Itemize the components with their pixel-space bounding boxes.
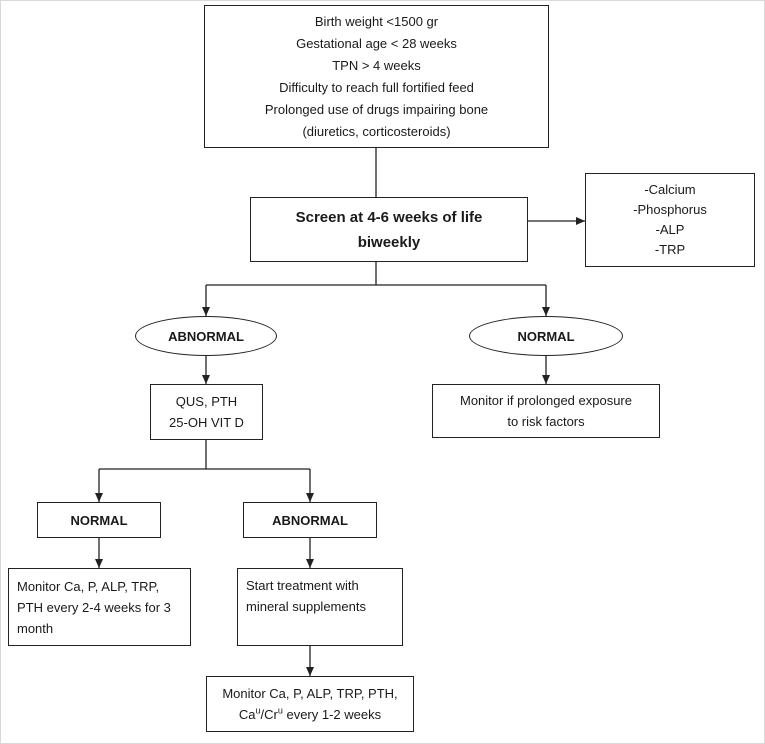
risk-criteria-box: Birth weight <1500 gr Gestational age < … <box>204 5 549 148</box>
cr-superscript: u <box>277 705 283 716</box>
criteria-line: Difficulty to reach full fortified feed <box>279 79 474 95</box>
criteria-line: Gestational age < 28 weeks <box>296 35 457 51</box>
treatment-line: mineral supplements <box>246 599 366 614</box>
monitor-exposure-line: Monitor if prolonged exposure <box>460 393 632 408</box>
normal-box: NORMAL <box>37 502 161 538</box>
abnormal-box-label: ABNORMAL <box>272 512 348 528</box>
monitor-left-line: Monitor Ca, P, ALP, TRP, <box>17 578 160 594</box>
normal-label: NORMAL <box>517 328 575 344</box>
monitor-exposure-box: Monitor if prolonged exposure to risk fa… <box>432 384 660 438</box>
test-item: -Calcium <box>644 182 696 197</box>
screening-tests-box: -Calcium -Phosphorus -ALP -TRP <box>585 173 755 267</box>
normal-ellipse: NORMAL <box>469 316 623 356</box>
criteria-line: Prolonged use of drugs impairing bone <box>264 101 489 117</box>
criteria-line: TPN > 4 weeks <box>332 57 421 73</box>
final-line-2: Cau/Cru every 1-2 weeks <box>239 704 381 725</box>
cr-text: /Cr <box>260 707 278 722</box>
monitor-exposure-line: to risk factors <box>507 414 585 429</box>
test-item: -TRP <box>654 242 686 257</box>
final-line-1: Monitor Ca, P, ALP, TRP, PTH, <box>222 686 398 701</box>
final-monitor-box: Monitor Ca, P, ALP, TRP, PTH, Cau/Cru ev… <box>206 676 414 732</box>
frequency-text: every 1-2 weeks <box>282 707 382 722</box>
ca-superscript: u <box>255 705 261 716</box>
test-item: -ALP <box>655 222 685 237</box>
normal-box-label: NORMAL <box>70 512 128 528</box>
criteria-line: (diuretics, corticosteroids) <box>302 123 451 139</box>
treatment-line: Start treatment with <box>246 578 359 593</box>
test-item: -Phosphorus <box>633 202 707 217</box>
abnormal-box: ABNORMAL <box>243 502 377 538</box>
abnormal-ellipse: ABNORMAL <box>135 316 277 356</box>
treatment-box: Start treatment with mineral supplements <box>237 568 403 646</box>
qus-line: 25-OH VIT D <box>169 415 244 430</box>
screen-line-2: biweekly <box>357 233 421 251</box>
screen-box: Screen at 4-6 weeks of life biweekly <box>250 197 528 262</box>
abnormal-label: ABNORMAL <box>168 328 244 344</box>
screen-line-1: Screen at 4-6 weeks of life <box>295 208 483 226</box>
ca-text: Ca <box>238 707 256 722</box>
qus-line: QUS, PTH <box>175 394 238 409</box>
qus-pth-box: QUS, PTH 25-OH VIT D <box>150 384 263 440</box>
monitor-left-line: month <box>17 620 54 636</box>
criteria-line: Birth weight <1500 gr <box>314 13 439 29</box>
monitor-biweekly-box: Monitor Ca, P, ALP, TRP, PTH every 2-4 w… <box>8 568 191 646</box>
monitor-left-line: PTH every 2-4 weeks for 3 <box>17 599 171 615</box>
